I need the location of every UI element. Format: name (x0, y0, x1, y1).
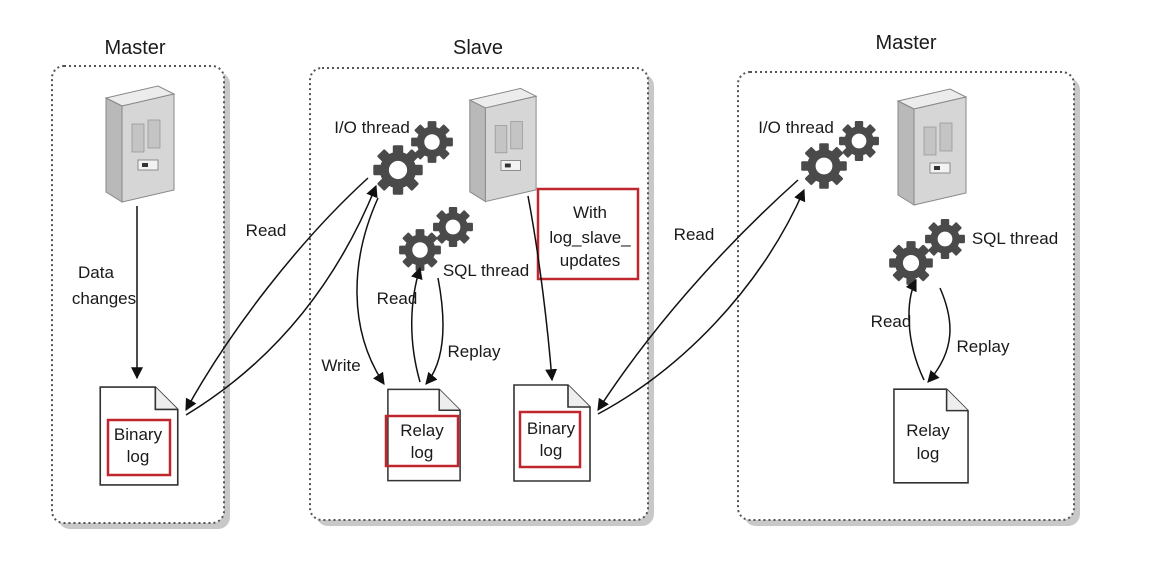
doc-label-line2: log (540, 441, 563, 460)
highlight-box (518, 410, 582, 469)
io-thread-label: I/O thread (334, 118, 410, 137)
gear-icon (889, 241, 933, 285)
gear-icon (433, 207, 473, 247)
write-label: Write (321, 356, 360, 375)
read-label-between: Read (674, 225, 715, 244)
panel-title: Master (104, 37, 165, 59)
doc-label-line1: Relay (400, 421, 444, 440)
gear-icon (925, 219, 965, 259)
doc-label-line1: Binary (527, 419, 576, 438)
server-icon (469, 87, 537, 203)
doc-label-line2: log (411, 443, 434, 462)
replay-label: Replay (957, 337, 1010, 356)
replay-arrow (927, 287, 951, 383)
panel-title: Master (875, 32, 936, 54)
read-arrow (597, 179, 799, 412)
read-arrow (905, 278, 925, 381)
data-changes-label-1: Data (78, 263, 114, 282)
binary-log-document: Binary log (99, 386, 179, 486)
read-arrow (411, 266, 423, 383)
read-arrow (597, 188, 806, 415)
note-line3: updates (560, 251, 621, 270)
gear-icon (801, 143, 847, 189)
io-thread-label: I/O thread (758, 118, 834, 137)
note-line2: log_slave_ (549, 228, 631, 247)
relay-log-document: Relay log (893, 388, 969, 484)
slave-panel: Slave I/O thread SQL thread Read Replay … (309, 37, 654, 526)
panel-title: Slave (453, 37, 503, 59)
read-label: Read (377, 289, 418, 308)
write-arrow (527, 195, 558, 382)
server-icon (105, 85, 175, 203)
gear-icon (411, 121, 453, 163)
flow-arrows (185, 177, 951, 416)
server-icon (897, 88, 967, 206)
read-arrow (185, 177, 369, 412)
replay-arrow (425, 277, 444, 385)
highlight-box (384, 414, 460, 468)
read-label: Read (246, 221, 287, 240)
master-panel-right: Master I/O thread SQL thread Read Replay… (737, 32, 1080, 526)
master-panel-left: Master Data changes Binary log Read (51, 37, 287, 529)
gear-icon (399, 229, 441, 271)
doc-label-line1: Relay (906, 421, 950, 440)
highlight-box (536, 187, 640, 281)
doc-label-line1: Binary (114, 425, 163, 444)
data-changes-label-2: changes (72, 289, 136, 308)
sql-thread-label: SQL thread (443, 261, 529, 280)
doc-label-line2: log (127, 447, 150, 466)
relay-log-document: Relay log (384, 388, 461, 482)
gear-icon (839, 121, 879, 161)
doc-label-line2: log (917, 444, 940, 463)
write-arrow (356, 197, 385, 385)
note-line1: With (573, 203, 607, 222)
replay-label: Replay (448, 342, 501, 361)
log-slave-updates-note: With log_slave_ updates (536, 187, 640, 281)
sql-thread-label: SQL thread (972, 229, 1058, 248)
binary-log-document: Binary log (513, 384, 591, 482)
read-label: Read (871, 312, 912, 331)
highlight-box (106, 418, 172, 477)
read-arrow (185, 184, 378, 416)
